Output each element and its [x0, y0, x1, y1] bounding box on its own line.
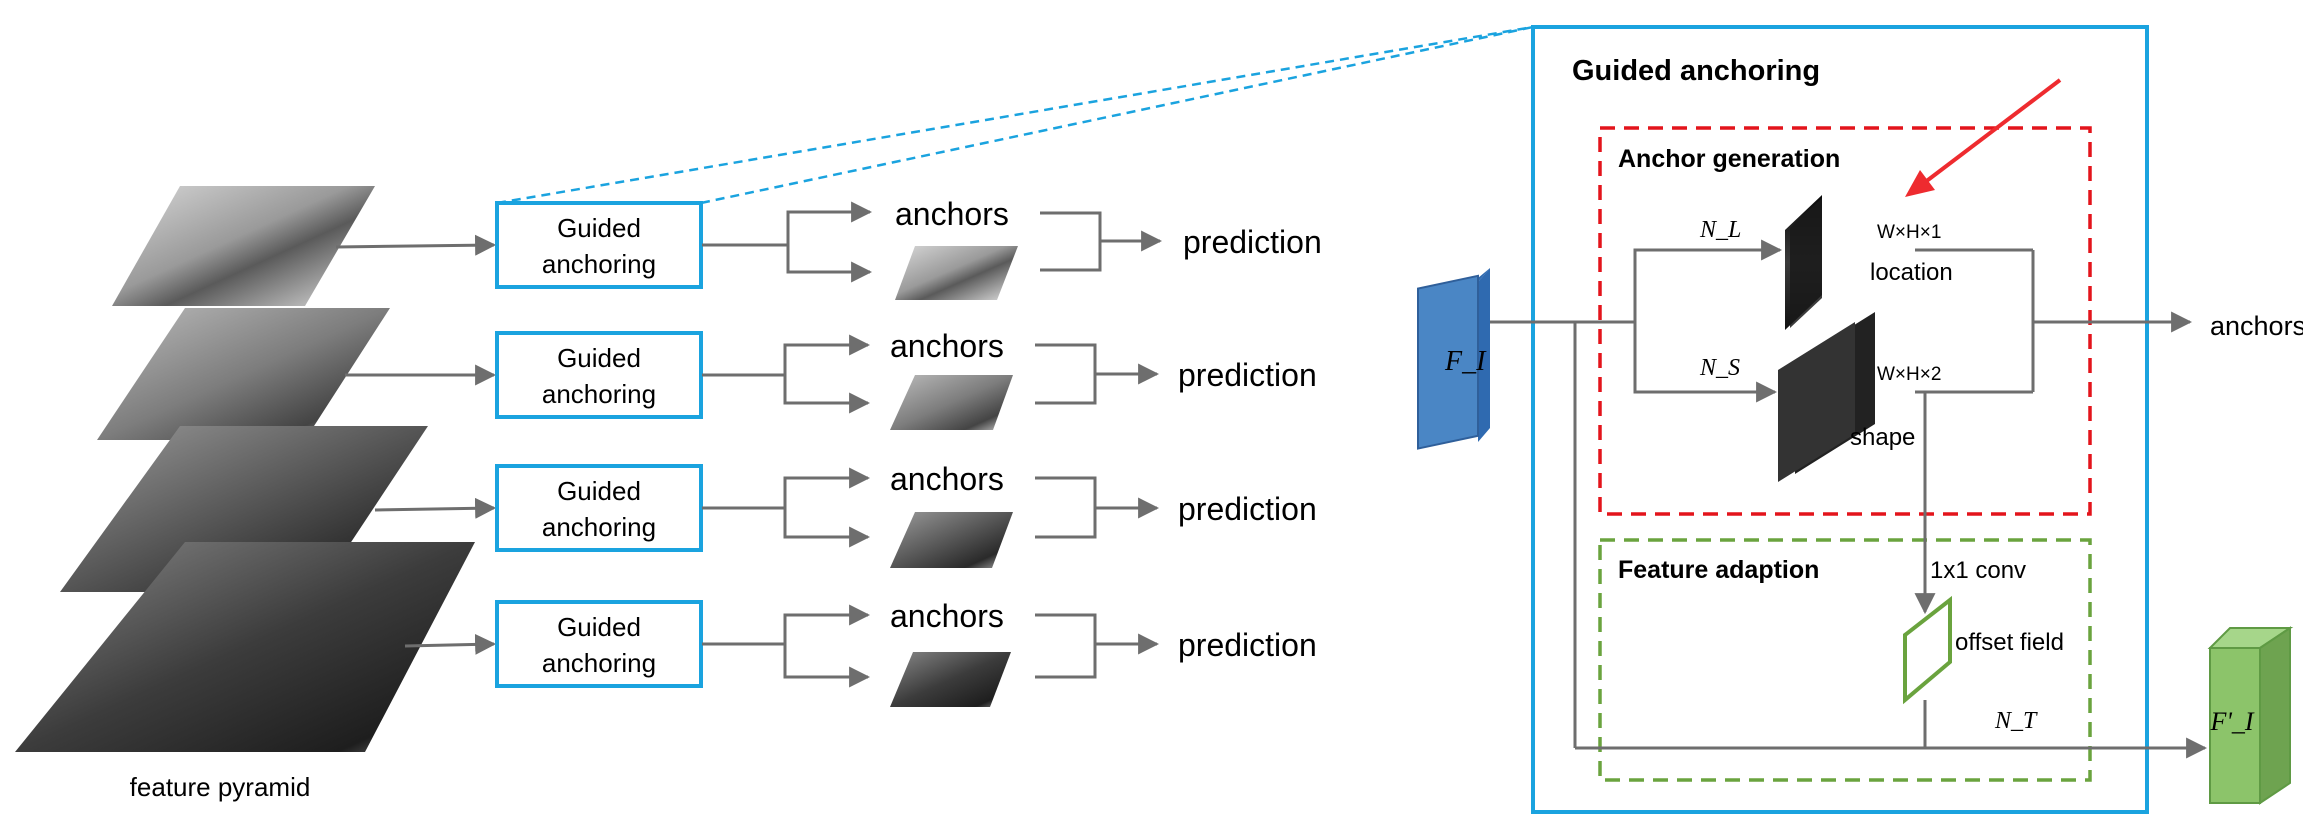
detail-title: Guided anchoring: [1572, 55, 1820, 87]
ga-box-1-line2: anchoring: [542, 249, 656, 279]
input-block-right: [1478, 268, 1490, 442]
n-t-label: N_T: [1994, 708, 2038, 734]
zoom-lines: [496, 25, 1534, 205]
ga-box-2[interactable]: [495, 331, 703, 419]
anchor-map-4: [890, 652, 1011, 707]
prediction-label-1: prediction: [1183, 224, 1322, 260]
ga-box-2-line2: anchoring: [542, 379, 656, 409]
anchor-generation-title: Anchor generation: [1618, 145, 1840, 173]
ga-box-4-line1: Guided: [557, 612, 641, 642]
ga-box-3-line1: Guided: [557, 476, 641, 506]
anchor-generation-box: [1598, 126, 2092, 516]
pyramid-label: feature pyramid: [130, 772, 311, 802]
prediction-label-2: prediction: [1178, 357, 1317, 393]
ga-box-1-line1: Guided: [557, 213, 641, 243]
detail-panel: Guided anchoring Anchor generation Featu…: [1417, 25, 2303, 814]
anchors-label-1: anchors: [895, 196, 1009, 232]
row-2: Guided anchoring anchors prediction: [345, 328, 1317, 430]
ga-box-4-line2: anchoring: [542, 648, 656, 678]
n-s-label: N_S: [1699, 355, 1740, 381]
feature-map-level-2: [97, 308, 390, 440]
offset-field: [1903, 595, 1952, 705]
location-map-front: [1790, 198, 1822, 328]
ga-box-1[interactable]: [495, 201, 703, 289]
prediction-label-3: prediction: [1178, 491, 1317, 527]
feature-adaption-box: [1598, 538, 2092, 782]
ga-box-3-line2: anchoring: [542, 512, 656, 542]
anchors-label-4: anchors: [890, 598, 1004, 634]
input-block: [1417, 274, 1479, 450]
detail-frame: [1531, 25, 2149, 814]
anchor-map-3: [890, 512, 1013, 568]
anchor-map-2: [890, 375, 1013, 430]
anchors-label-3: anchors: [890, 461, 1004, 497]
location-label: location: [1870, 259, 1953, 286]
location-dim: W×H×1: [1877, 222, 1941, 243]
ga-box-4[interactable]: [495, 600, 703, 688]
output-block-right: [2259, 626, 2291, 805]
row-3: Guided anchoring anchors prediction: [374, 461, 1317, 568]
feature-pyramid: feature pyramid: [15, 186, 475, 802]
input-label: F_I: [1444, 346, 1487, 377]
output-label: F'_I: [2209, 707, 2254, 736]
ga-box-3[interactable]: [495, 464, 703, 552]
n-l-label: N_L: [1699, 217, 1741, 243]
row-4: Guided anchoring anchors prediction: [404, 598, 1317, 707]
anchors-label-2: anchors: [890, 328, 1004, 364]
feature-adaption-title: Feature adaption: [1618, 556, 1819, 584]
shape-dim: W×H×2: [1877, 364, 1941, 385]
anchors-out-label: anchors: [2210, 311, 2303, 341]
shape-label: shape: [1850, 424, 1915, 451]
prediction-label-4: prediction: [1178, 627, 1317, 663]
feature-map-level-1: [112, 186, 375, 306]
ga-box-2-line1: Guided: [557, 343, 641, 373]
red-pointer-arrow: [1918, 78, 2062, 188]
feature-map-level-4: [15, 542, 475, 752]
shape-map-front: [1778, 322, 1855, 482]
red-pointer-arrowhead: [1905, 170, 1935, 197]
conv-label: 1x1 conv: [1930, 557, 2026, 584]
offset-label: offset field: [1955, 629, 2064, 656]
row-1: Guided anchoring anchors prediction: [335, 196, 1322, 300]
anchor-map-1: [895, 246, 1018, 300]
